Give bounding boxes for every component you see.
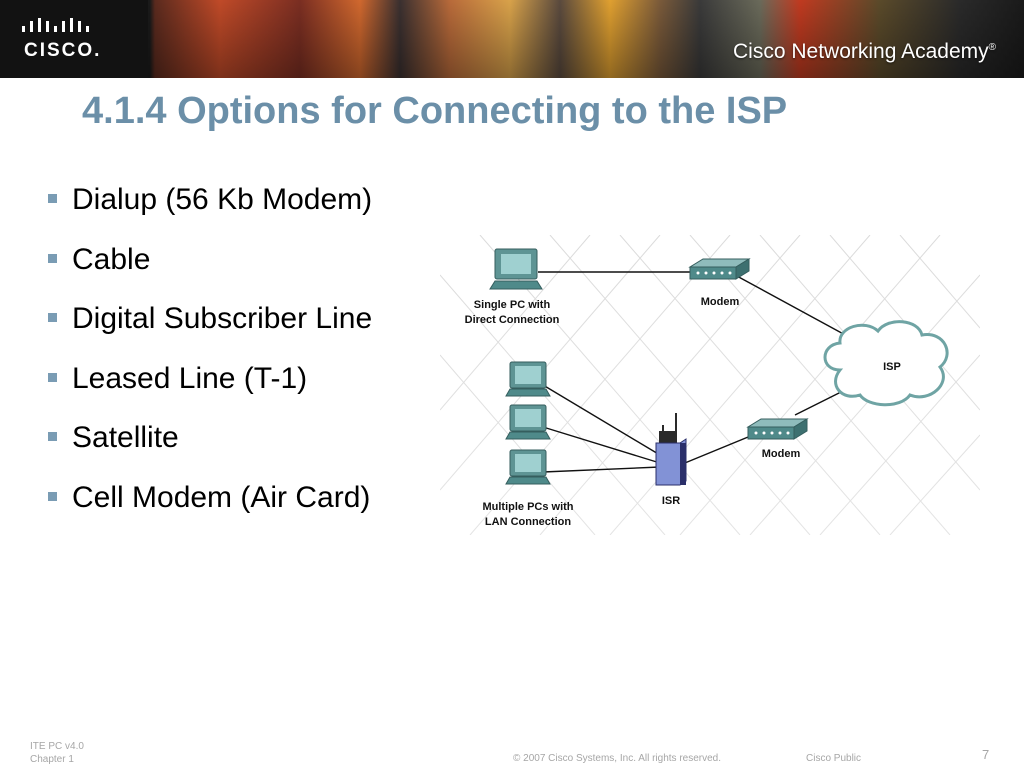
single-pc-label-line: Single PC with <box>473 299 551 311</box>
bottom-modem-label: Modem <box>761 448 801 460</box>
bullet-square-icon <box>48 194 57 203</box>
bullet-square-icon <box>48 491 57 501</box>
bullet-square-icon <box>48 313 57 323</box>
registered-mark: ® <box>988 42 996 53</box>
footer-classification: Cisco Public <box>806 753 862 764</box>
isr-router-icon <box>655 413 687 486</box>
bullet-item: Satellite <box>48 418 372 478</box>
single-pc-icon <box>489 248 543 290</box>
academy-brand: Cisco Networking Academy® <box>733 40 996 64</box>
bullet-square-icon <box>48 372 57 382</box>
lan-pc-icon <box>505 449 551 485</box>
slide-title: 4.1.4 Options for Connecting to the ISP <box>82 90 788 132</box>
footer-copyright: © 2007 Cisco Systems, Inc. All rights re… <box>513 753 722 764</box>
multi-pc-label: Multiple PCs with LAN Connection <box>478 500 578 530</box>
single-pc-label-line: Direct Connection <box>464 314 560 326</box>
top-modem-label: Modem <box>700 296 740 308</box>
connection-lines <box>538 271 861 473</box>
bullet-item: Cell Modem (Air Card) <box>48 478 372 538</box>
isp-label: ISP <box>883 361 901 373</box>
diagram-canvas <box>439 234 981 536</box>
isr-label: ISR <box>661 495 681 507</box>
bullet-text: Digital Subscriber Line <box>72 302 373 336</box>
multi-pc-label-line: Multiple PCs with <box>482 501 574 513</box>
bullet-square-icon <box>48 253 57 263</box>
bullet-text: Cell Modem (Air Card) <box>72 480 371 514</box>
header-banner <box>0 0 1024 78</box>
bullet-text: Leased Line (T-1) <box>72 361 308 395</box>
bullet-text: Dialup (56 Kb Modem) <box>72 183 373 216</box>
bullet-text: Cable <box>72 242 151 276</box>
bullet-list: Dialup (56 Kb Modem) Cable Digital Subsc… <box>48 180 372 538</box>
footer-course-info: ITE PC v4.0 Chapter 1 <box>30 740 84 766</box>
cisco-bars-icon <box>22 18 89 32</box>
lan-pc-icon <box>505 404 551 440</box>
bullet-square-icon <box>48 432 57 442</box>
footer-course: ITE PC v4.0 <box>30 741 84 752</box>
bullet-item: Dialup (56 Kb Modem) <box>48 180 372 240</box>
top-modem-icon <box>688 258 751 280</box>
bullet-item: Leased Line (T-1) <box>48 359 372 419</box>
bullet-text: Satellite <box>72 421 179 455</box>
single-pc-label: Single PC with Direct Connection <box>462 298 562 328</box>
cisco-logo: CISCO. <box>0 0 148 78</box>
multi-pc-label-line: LAN Connection <box>484 516 572 528</box>
bottom-modem-icon <box>746 418 809 440</box>
footer-chapter: Chapter 1 <box>30 754 74 765</box>
lan-pc-icon <box>505 361 551 397</box>
bullet-item: Cable <box>48 240 372 300</box>
isp-connection-diagram: Single PC with Direct Connection Modem I… <box>439 234 981 536</box>
isp-cloud-icon <box>823 320 949 407</box>
cisco-logo-text: CISCO. <box>24 40 102 61</box>
bullet-item: Digital Subscriber Line <box>48 299 372 359</box>
banner-shade <box>0 0 1024 78</box>
page-number: 7 <box>982 747 990 762</box>
academy-brand-text: Cisco Networking Academy <box>733 40 989 63</box>
